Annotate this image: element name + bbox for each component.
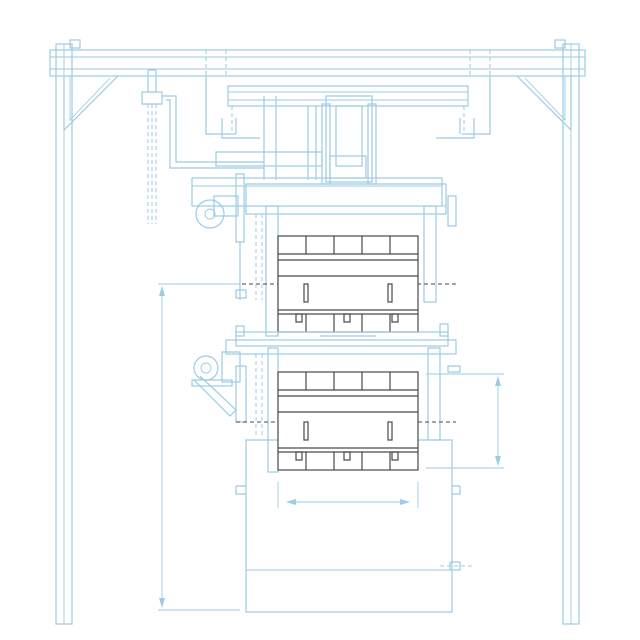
chute-bracket: [452, 485, 461, 495]
dim-arrow: [400, 499, 410, 505]
stop-block: [447, 365, 461, 373]
hoist-carriage: [205, 76, 491, 185]
lower-right-post: [427, 347, 441, 441]
cage-tab: [295, 313, 303, 323]
lower-cage-outline: [277, 371, 419, 471]
portal-frame: [49, 39, 586, 625]
dim-arrow: [159, 286, 165, 296]
dim-arrow: [495, 376, 501, 386]
wheel-hub: [204, 208, 216, 220]
lower-drive-arm: [193, 375, 237, 417]
lower-motor-mount: [221, 351, 241, 383]
left-knee-brace-inner: [69, 76, 111, 122]
stop-block: [235, 289, 247, 299]
wheel-hub: [200, 362, 212, 374]
lifting-frame-upper: [191, 173, 457, 337]
upper-right-post: [423, 205, 437, 303]
lower-cage: [277, 371, 419, 471]
hoist-crossbar: [215, 151, 323, 167]
rail-stop: [235, 325, 245, 337]
upper-cage: [277, 235, 419, 337]
cage-stud: [387, 283, 393, 303]
upper-drive-wheel: [195, 199, 225, 229]
spindle-nut: [329, 155, 367, 179]
top-beam: [49, 49, 586, 77]
lifting-frame-lower: [191, 323, 474, 613]
lower-frame-beam: [225, 339, 457, 355]
lower-frame-top-rail: [235, 331, 449, 347]
dim-arrow: [159, 598, 165, 608]
cage-tab: [295, 451, 303, 461]
drive-plate: [191, 379, 233, 387]
cage-tab: [343, 451, 351, 461]
dim-arrow: [286, 499, 296, 505]
upper-frame-body: [245, 183, 447, 215]
hoist-arm: [162, 95, 264, 163]
upper-frame-right-clamp: [447, 195, 457, 227]
upper-left-post: [265, 205, 279, 337]
cage-stud: [387, 421, 393, 441]
chain-hoist: [141, 69, 323, 224]
upper-cage-outline: [277, 235, 419, 333]
hoist-hook: [147, 69, 157, 93]
rail-stop: [439, 323, 449, 337]
dimension-lines: [158, 283, 504, 611]
cage-tab: [391, 313, 399, 323]
upper-motor-mount: [213, 195, 239, 217]
drive-post: [235, 365, 247, 423]
hoist-arm-inner: [166, 99, 264, 169]
chute-bracket: [235, 485, 246, 495]
right-knee-brace-inner: [524, 76, 566, 122]
carriage-right-hanger: [462, 76, 491, 135]
lower-left-post: [267, 347, 279, 473]
left-column-cap: [69, 39, 81, 49]
central-spindle: [335, 105, 363, 167]
cage-tab: [391, 451, 399, 461]
left-trolley-bracket: [221, 118, 260, 139]
cage-stud: [303, 283, 309, 303]
upper-frame-top-rail: [191, 177, 443, 207]
lower-drive-wheel: [193, 355, 219, 381]
right-trolley-bracket: [436, 118, 475, 139]
cage-tab: [343, 313, 351, 323]
right-column-cap: [554, 39, 566, 49]
left-knee-brace: [63, 75, 119, 132]
upper-frame-left-post: [235, 173, 245, 243]
cage-stud: [303, 421, 309, 441]
right-knee-brace: [516, 75, 572, 132]
chute-stop: [449, 561, 461, 571]
carriage-left-hanger: [205, 76, 236, 135]
dim-arrow: [495, 456, 501, 466]
central-spindle-housing: [325, 95, 373, 183]
hoist-block: [141, 91, 163, 105]
